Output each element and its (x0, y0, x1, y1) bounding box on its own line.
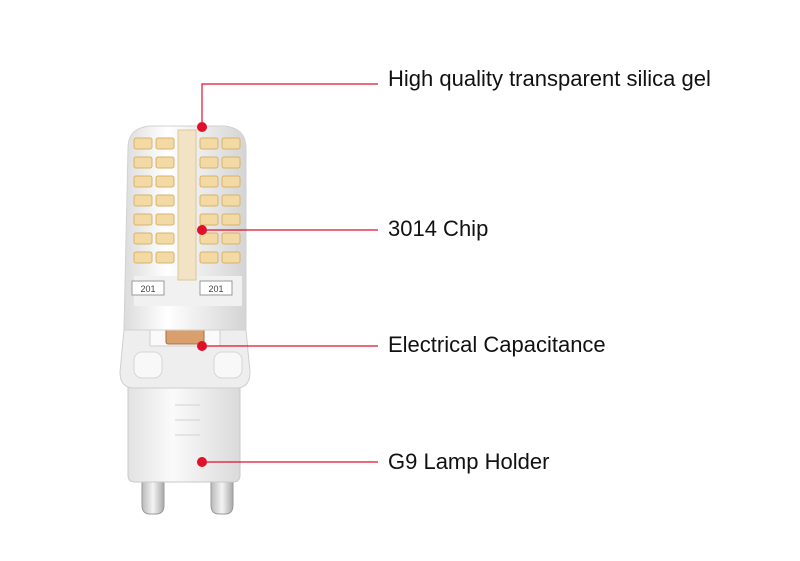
led-chip (199, 137, 219, 150)
led-chip (199, 251, 219, 264)
led-chip (221, 251, 241, 264)
led-chip (155, 137, 175, 150)
led-chip (221, 232, 241, 245)
callout-holder-label: G9 Lamp Holder (388, 449, 550, 474)
led-chip (133, 213, 153, 226)
board-marks: 201 201 (131, 280, 233, 296)
led-chip (221, 156, 241, 169)
leader-silica (201, 83, 378, 127)
dot-silica (197, 122, 207, 132)
led-chip-array (133, 137, 241, 264)
led-chip (221, 194, 241, 207)
led-chip (133, 194, 153, 207)
led-chip (199, 194, 219, 207)
led-chip (133, 175, 153, 188)
led-chip (155, 251, 175, 264)
led-chip (199, 232, 219, 245)
led-chip (155, 213, 175, 226)
callout-leaders (201, 83, 378, 463)
led-chip (221, 175, 241, 188)
led-chip (133, 232, 153, 245)
led-chip (133, 137, 153, 150)
led-chip (199, 156, 219, 169)
led-chip (221, 213, 241, 226)
led-chip (221, 137, 241, 150)
board-mark-left: 201 (140, 284, 155, 294)
led-chip (133, 251, 153, 264)
callout-silica-label: High quality transparent silica gel (388, 66, 711, 91)
led-chip (155, 194, 175, 207)
callout-capacitance-label: Electrical Capacitance (388, 332, 606, 357)
g9-lamp-holder (127, 385, 241, 483)
led-chip (199, 213, 219, 226)
led-chip (155, 175, 175, 188)
callout-dots (197, 122, 207, 467)
board-mark-right: 201 (208, 284, 223, 294)
led-chip (155, 156, 175, 169)
dot-capacitance (197, 341, 207, 351)
callout-chip-label: 3014 Chip (388, 216, 489, 241)
dot-holder (197, 457, 207, 467)
led-chip (155, 232, 175, 245)
dot-chip (197, 225, 207, 235)
led-chip (133, 156, 153, 169)
led-chip (199, 175, 219, 188)
